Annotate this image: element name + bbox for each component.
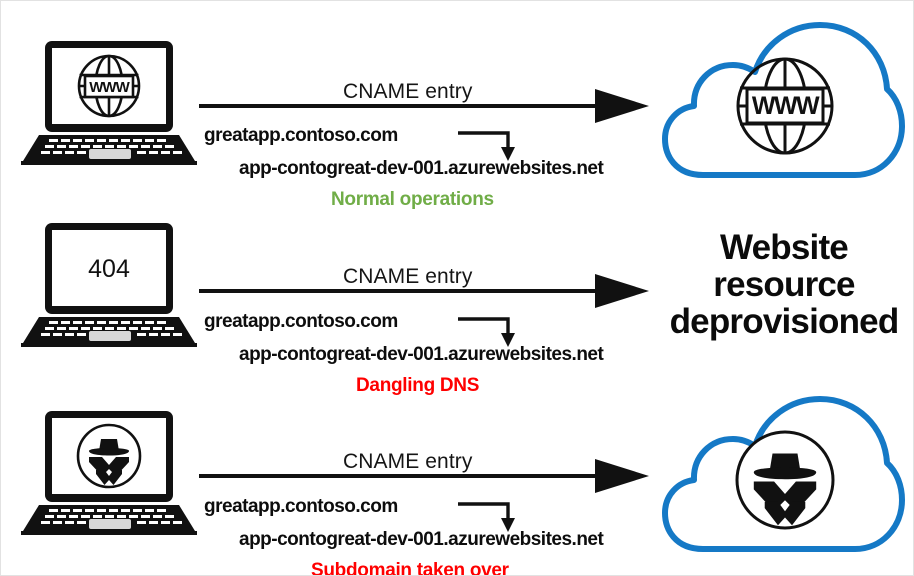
svg-text:WWW: WWW xyxy=(89,79,130,96)
cname-flow-arrow xyxy=(199,459,649,493)
cloud-globe-www-icon: WWW xyxy=(661,13,906,188)
cname-entry-label: CNAME entry xyxy=(343,265,473,288)
status-badge-normal-operations: Normal operations xyxy=(331,189,494,210)
status-badge-dangling-dns: Dangling DNS xyxy=(356,375,480,396)
cname-entry-label: CNAME entry xyxy=(343,80,473,103)
diagram-row-subdomain-taken-over: CNAME entry greatapp.contoso.com app-con… xyxy=(1,379,913,576)
cname-flow-arrow xyxy=(199,274,649,308)
cname-flow-arrow xyxy=(199,89,649,123)
dns-target-record: app-contogreat-dev-001.azurewebsites.net xyxy=(239,344,604,365)
dns-source-record: greatapp.contoso.com xyxy=(204,311,398,332)
cname-mapping-elbow-arrow xyxy=(456,311,536,351)
laptop-globe-www-icon: WWW xyxy=(19,37,199,167)
laptop-hacker-spy-icon xyxy=(19,407,199,537)
deprovisioned-line-1: Website xyxy=(720,228,849,267)
cloud-hacker-spy-icon xyxy=(661,387,906,562)
dns-source-record: greatapp.contoso.com xyxy=(204,496,398,517)
svg-text:WWW: WWW xyxy=(752,92,820,120)
dns-target-record: app-contogreat-dev-001.azurewebsites.net xyxy=(239,158,604,179)
diagram-row-normal-operations: WWW xyxy=(1,1,913,217)
dns-source-record: greatapp.contoso.com xyxy=(204,125,398,146)
website-resource-deprovisioned-text: Website resource deprovisioned xyxy=(659,229,909,340)
deprovisioned-line-3: deprovisioned xyxy=(669,302,900,342)
laptop-404-error-icon: 404 xyxy=(19,219,199,349)
status-badge-subdomain-taken-over: Subdomain taken over xyxy=(311,560,509,576)
cname-entry-label: CNAME entry xyxy=(343,450,473,473)
cname-mapping-elbow-arrow xyxy=(456,125,536,165)
dns-target-record: app-contogreat-dev-001.azurewebsites.net xyxy=(239,529,604,550)
diagram-row-dangling-dns: 404 xyxy=(1,191,913,396)
deprovisioned-line-2: resource xyxy=(713,265,855,305)
cname-mapping-elbow-arrow xyxy=(456,496,536,536)
svg-text:404: 404 xyxy=(88,255,130,283)
